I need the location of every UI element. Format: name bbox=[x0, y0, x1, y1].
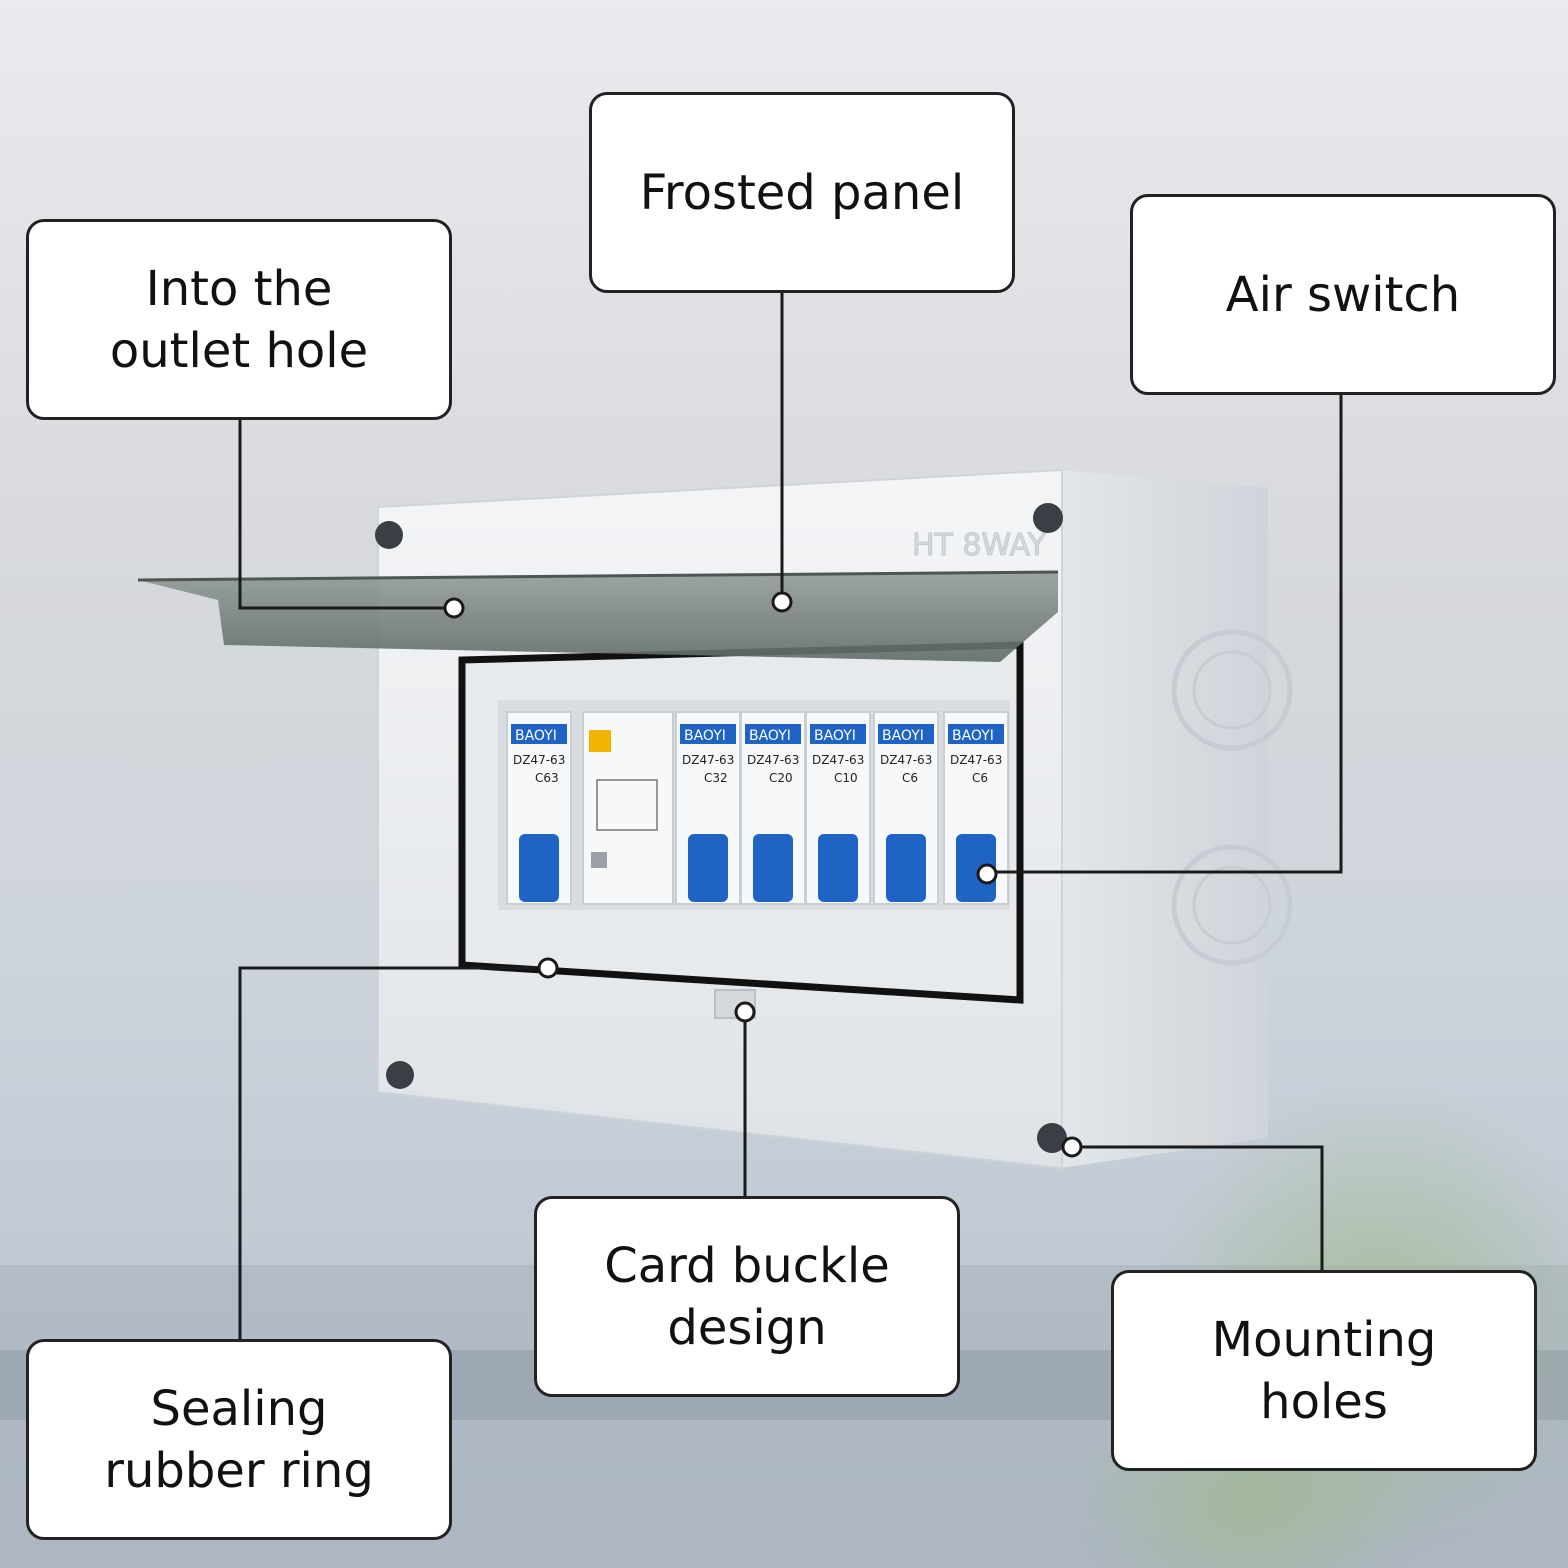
breaker-toggle bbox=[818, 834, 858, 902]
breaker-brand-band bbox=[680, 724, 736, 744]
breaker-brand-band bbox=[948, 724, 1004, 744]
marker-air bbox=[976, 863, 998, 885]
callout-frosted-panel: Frosted panel bbox=[589, 92, 1015, 293]
callout-frosted-panel-text: Frosted panel bbox=[639, 164, 965, 221]
callout-air-switch-text: Air switch bbox=[1225, 266, 1461, 323]
rcd-diagram bbox=[596, 779, 658, 831]
knockout-lower bbox=[1171, 844, 1293, 966]
callout-mounting-holes-text: Mounting holes bbox=[1211, 1311, 1437, 1430]
mounting-hole-top-left bbox=[375, 521, 403, 549]
breaker-toggle bbox=[688, 834, 728, 902]
breaker-model: DZ47-63 bbox=[880, 753, 932, 767]
housing-side bbox=[1060, 470, 1268, 1168]
marker-frosted bbox=[771, 591, 793, 613]
breaker-toggle bbox=[886, 834, 926, 902]
breaker-model: DZ47-63 bbox=[747, 753, 799, 767]
breaker-rating: C6 bbox=[972, 771, 988, 785]
breaker-brand-band bbox=[745, 724, 801, 744]
breaker-rating: C6 bbox=[902, 771, 918, 785]
breaker-brand-band bbox=[810, 724, 866, 744]
breaker bbox=[582, 711, 674, 905]
breaker-model: DZ47-63 bbox=[812, 753, 864, 767]
callout-card-buckle-text: Card buckle design bbox=[604, 1237, 890, 1356]
breaker-brand-band bbox=[878, 724, 934, 744]
leader-air bbox=[987, 395, 1343, 874]
marker-outlet bbox=[443, 597, 465, 619]
mounting-hole-bottom-left bbox=[386, 1061, 414, 1089]
callout-mounting-holes: Mounting holes bbox=[1111, 1270, 1537, 1471]
breaker-brand: BAOYI bbox=[684, 728, 726, 744]
breaker-rating: C32 bbox=[704, 771, 728, 785]
callout-card-buckle: Card buckle design bbox=[534, 1196, 960, 1397]
breaker-brand-band bbox=[511, 724, 567, 744]
breaker-rating: C63 bbox=[535, 771, 559, 785]
breaker-brand: BAOYI bbox=[749, 728, 791, 744]
breaker-model: DZ47-63 bbox=[513, 753, 565, 767]
breaker-brand: BAOYI bbox=[952, 728, 994, 744]
callout-outlet-hole-text: Into the outlet hole bbox=[109, 260, 369, 379]
breaker-model: DZ47-63 bbox=[682, 753, 734, 767]
breaker-toggle bbox=[753, 834, 793, 902]
callout-outlet-hole: Into the outlet hole bbox=[26, 219, 452, 420]
breaker-brand: BAOYI bbox=[882, 728, 924, 744]
knockout-upper-inner bbox=[1192, 650, 1272, 730]
callout-sealing-ring: Sealing rubber ring bbox=[26, 1339, 452, 1540]
frosted-lid bbox=[138, 572, 1058, 662]
rcd-test-button bbox=[589, 730, 611, 752]
knockout-upper bbox=[1171, 629, 1293, 751]
breaker-toggle bbox=[519, 834, 559, 902]
leader-sealing bbox=[238, 966, 548, 1339]
mounting-hole-top-right bbox=[1033, 503, 1063, 533]
breaker-rating: C10 bbox=[834, 771, 858, 785]
marker-buckle bbox=[734, 1001, 756, 1023]
breaker-toggle bbox=[956, 834, 996, 902]
breaker-rating: C20 bbox=[769, 771, 793, 785]
leader-mounting bbox=[1072, 1145, 1324, 1270]
knockout-lower-inner bbox=[1192, 865, 1272, 945]
breaker-brand: BAOYI bbox=[814, 728, 856, 744]
marker-mounting bbox=[1061, 1136, 1083, 1158]
mounting-hole-bottom-right bbox=[1037, 1123, 1067, 1153]
callout-air-switch: Air switch bbox=[1130, 194, 1556, 395]
lid-edge bbox=[137, 570, 1059, 582]
marker-sealing bbox=[537, 957, 559, 979]
box-marking: HT 8WAY bbox=[912, 528, 1047, 563]
breaker-brand: BAOYI bbox=[515, 728, 557, 744]
leader-outlet bbox=[238, 420, 454, 610]
breaker-model: DZ47-63 bbox=[950, 753, 1002, 767]
callout-sealing-ring-text: Sealing rubber ring bbox=[104, 1380, 374, 1499]
rcd-reset bbox=[591, 852, 607, 868]
